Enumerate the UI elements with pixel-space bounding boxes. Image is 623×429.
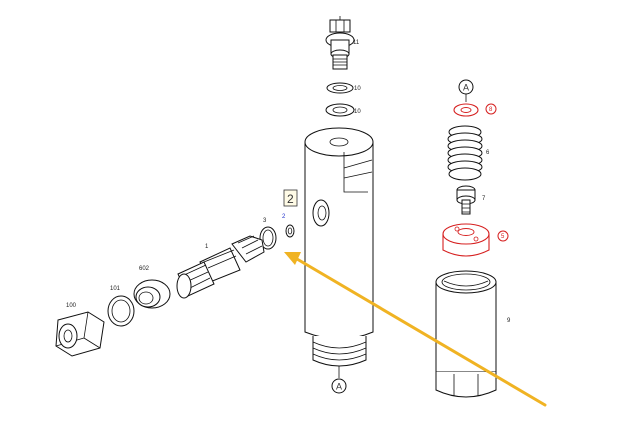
label-spindle: 7 <box>482 196 486 202</box>
hex-nut <box>55 311 105 357</box>
label-red-insert: 5 <box>501 234 505 240</box>
label-seal-ring: 101 <box>110 286 121 292</box>
callout-a-top: A <box>458 79 474 102</box>
label-small-ring: 2 <box>282 214 286 220</box>
seal-ring <box>107 295 135 327</box>
red-insert-tag <box>497 230 509 242</box>
callout-a-bottom-text: A <box>336 382 342 392</box>
label-sleeve-nut: 9 <box>507 318 511 324</box>
red-washer-tag <box>485 103 497 115</box>
o-ring <box>259 226 277 250</box>
spring <box>447 125 483 181</box>
washer-upper <box>326 82 354 94</box>
red-washer <box>453 103 479 117</box>
label-cap: 602 <box>139 266 150 272</box>
label-nut: 100 <box>66 303 77 309</box>
label-banjo-bolt: 11 <box>353 40 360 46</box>
small-ring <box>285 224 295 238</box>
pointer-arrow <box>284 252 547 407</box>
banjo-bolt <box>325 16 355 70</box>
spindle <box>456 185 476 215</box>
callout-a-top-text: A <box>463 83 469 93</box>
label-washer-upper: 10 <box>354 86 361 92</box>
washer-lower <box>325 103 355 117</box>
nozzle-holder <box>176 235 265 299</box>
nozzle-body <box>304 127 374 367</box>
label-o-ring: 3 <box>263 218 267 224</box>
red-insert <box>442 223 490 257</box>
highlight-box: 2 <box>283 189 298 207</box>
label-red-washer: 8 <box>489 107 493 113</box>
label-washer-lower: 10 <box>354 109 361 115</box>
cap <box>133 279 171 309</box>
sleeve-nut <box>435 270 497 398</box>
callout-a-bottom: A <box>331 366 347 394</box>
label-spring: 6 <box>486 150 490 156</box>
label-nozzle-holder: 1 <box>205 244 209 250</box>
highlight-box-text: 2 <box>287 192 294 206</box>
